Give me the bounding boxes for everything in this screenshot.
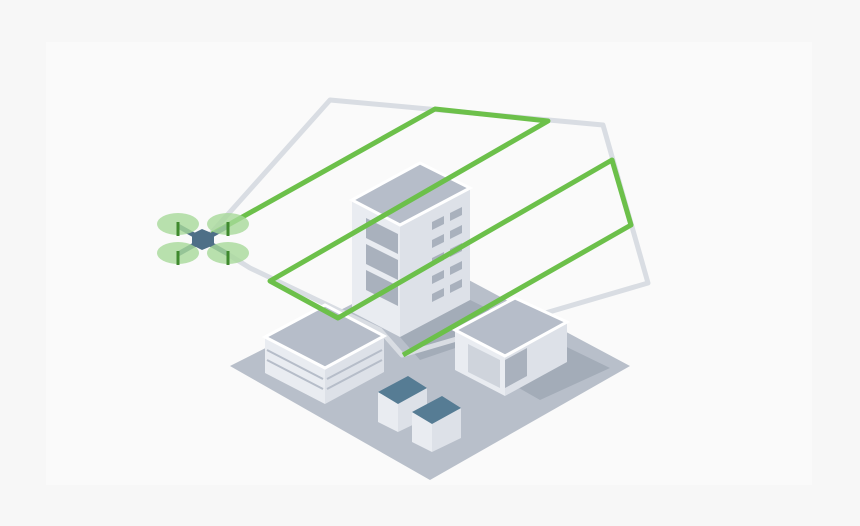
flight-path bbox=[210, 106, 634, 358]
drone-icon bbox=[157, 213, 249, 265]
low-building bbox=[261, 303, 388, 404]
medium-building bbox=[451, 296, 571, 396]
small-house bbox=[412, 396, 461, 452]
